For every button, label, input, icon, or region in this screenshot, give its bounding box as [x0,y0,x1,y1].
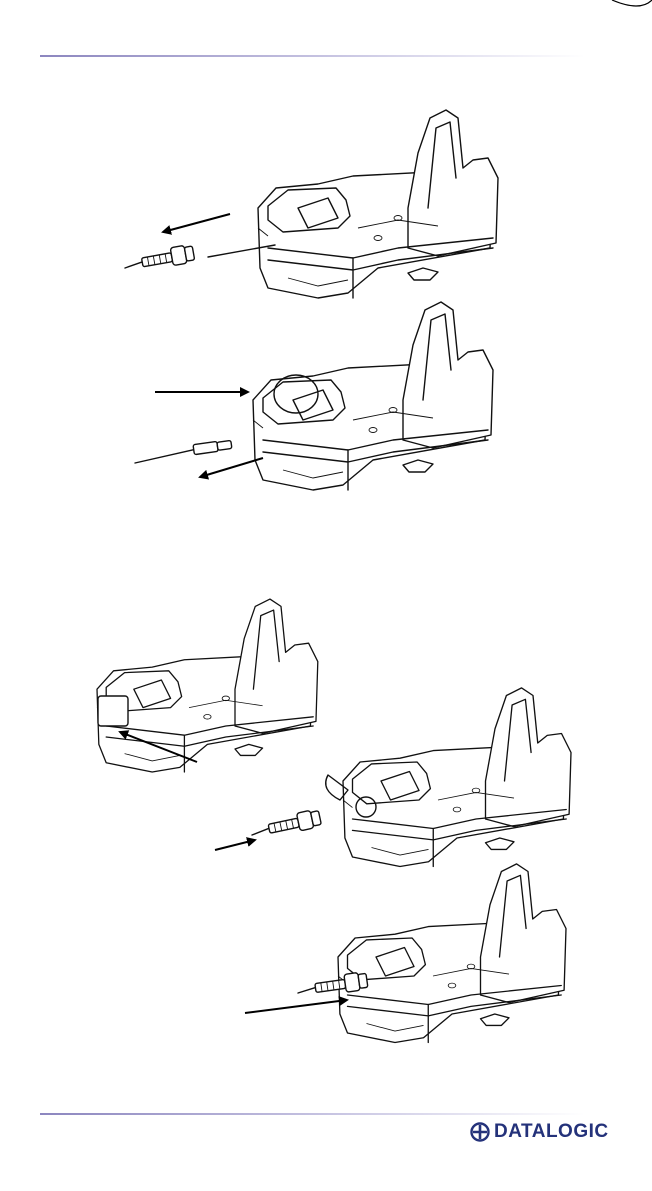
cradle-cable-insert-illustration [343,688,571,867]
cradle-cable-inserted-illustration [338,864,566,1043]
arrow-cable-inserted [245,1000,347,1013]
footer-divider [40,1113,585,1115]
cradle-cable-removal-illustration [258,110,498,298]
cable-plug-4 [250,809,322,841]
cradle-cable-release-illustration [253,302,493,490]
datalogic-logo-icon [470,1122,490,1142]
datalogic-logo-text: DATALOGIC [494,1121,609,1143]
cable-plug-2 [134,439,232,463]
arrow-pull-cable [163,214,230,232]
arrow-insert-cable [215,840,255,850]
cradle-connector-cover-illustration [97,599,318,772]
connector-cover [98,696,128,726]
arrow-remove-cable [200,458,263,477]
datalogic-logo: DATALOGIC [470,1121,609,1143]
cable-plug-1 [123,244,195,274]
